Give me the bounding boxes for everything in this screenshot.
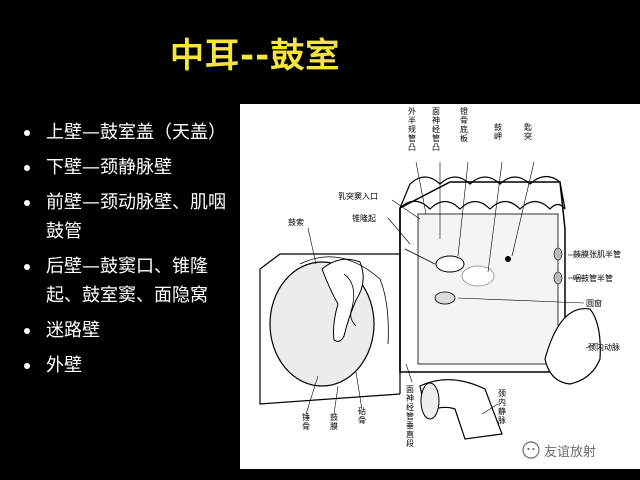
- internal-carotid-shape: [544, 308, 601, 385]
- jugular-opening: [420, 382, 440, 420]
- label-gujia: 鼓岬: [494, 122, 502, 141]
- lateral-frame: [259, 269, 401, 405]
- watermark-text: 友谊放射: [544, 444, 597, 460]
- label-jingneijingmai: 颈内静脉: [498, 389, 506, 425]
- eustachian-shape: [553, 271, 563, 285]
- bullet-dot: [24, 200, 30, 206]
- bullet-text: 前壁—颈动脉壁、肌咽鼓管: [46, 192, 226, 242]
- tympanic-cavity-diagram: 外半规管凸 面神经管凸 镫骨底板 鼓岬 匙突 乳突窦入口 锥隆起 鼓索 鼓膜张肌…: [240, 104, 640, 469]
- label-shengwo: 匙突: [524, 122, 532, 141]
- medial-wall: [417, 213, 559, 365]
- label-zhengu: 砧骨: [358, 406, 366, 425]
- tegmen-top-scallops: [409, 175, 561, 185]
- bullet-dot: [24, 363, 30, 369]
- label-zhuilongqi: 锥隆起: [352, 213, 376, 223]
- cochleariform-dot: [505, 256, 511, 262]
- bullet-item: 迷路壁: [16, 316, 236, 345]
- bullet-text: 后壁—鼓窦口、锥隆起、鼓室窦、面隐窝: [46, 256, 208, 306]
- label-gusuo: 鼓索: [288, 217, 304, 227]
- round-window-shape: [434, 291, 456, 305]
- label-gumo: 鼓膜: [330, 412, 338, 431]
- bullet-item: 外壁: [16, 351, 236, 380]
- slide-title: 中耳--鼓室: [170, 36, 341, 76]
- bullet-dot: [24, 165, 30, 171]
- wechat-icon: [522, 441, 540, 459]
- incus-shape: [343, 273, 357, 327]
- tensor-tympani-shape: [553, 247, 563, 261]
- diagram-svg: 外半规管凸 面神经管凸 镫骨底板 鼓岬 匙突 乳突窦入口 锥隆起 鼓索 鼓膜张肌…: [259, 106, 621, 448]
- label-rutudourukou: 乳突窦入口: [338, 191, 378, 201]
- label-mianshenjingguantu: 面神经管凸: [432, 107, 440, 152]
- chorda-tympani-line: [299, 256, 389, 345]
- lateral-frame: [259, 253, 400, 270]
- bullet-dot: [24, 264, 30, 270]
- malleus-shape: [321, 258, 364, 342]
- bullet-item: 上壁—鼓室盖（天盖）: [16, 118, 236, 147]
- bullet-item: 前壁—颈动脉壁、肌咽鼓管: [16, 188, 236, 246]
- label-gumozhangjibanguan: 鼓膜张肌半管: [573, 249, 621, 259]
- label-chuigu: 锤骨: [302, 412, 310, 431]
- label-denggudiban: 镫骨底板: [460, 106, 468, 143]
- roof-edge: [559, 181, 566, 210]
- bullet-text: 上壁—鼓室盖（天盖）: [46, 122, 226, 143]
- label-mianshenjingguanchuizhiduan: 面神经管垂直段: [406, 385, 414, 448]
- promontory-shape: [461, 265, 495, 287]
- label-yangubanguan: 咽鼓管半管: [573, 273, 613, 283]
- label-yuanchuang: 圆窗: [586, 298, 602, 308]
- roof-edge: [399, 183, 411, 209]
- label-jingneidongmai: 颈内动脉: [588, 342, 620, 352]
- pyramid-line: [404, 248, 436, 265]
- bullet-list: 上壁—鼓室盖（天盖） 下壁—颈静脉壁 前壁—颈动脉壁、肌咽鼓管 后壁—鼓窦口、锥…: [16, 118, 236, 386]
- bullet-text: 外壁: [46, 355, 82, 376]
- tegmen-scallops: [399, 200, 566, 210]
- bullet-text: 迷路壁: [46, 320, 100, 341]
- label-waibanguiguantu: 外半规管凸: [408, 106, 416, 152]
- bullet-text: 下壁—颈静脉壁: [46, 157, 172, 178]
- bullet-item: 后壁—鼓窦口、锥隆起、鼓室窦、面隐窝: [16, 252, 236, 310]
- stapes-footplate-shape: [435, 255, 465, 273]
- bullet-dot: [24, 130, 30, 136]
- watermark: 友谊放射: [522, 438, 596, 462]
- bullet-dot: [24, 328, 30, 334]
- leader-lines: [305, 161, 599, 415]
- bullet-item: 下壁—颈静脉壁: [16, 153, 236, 182]
